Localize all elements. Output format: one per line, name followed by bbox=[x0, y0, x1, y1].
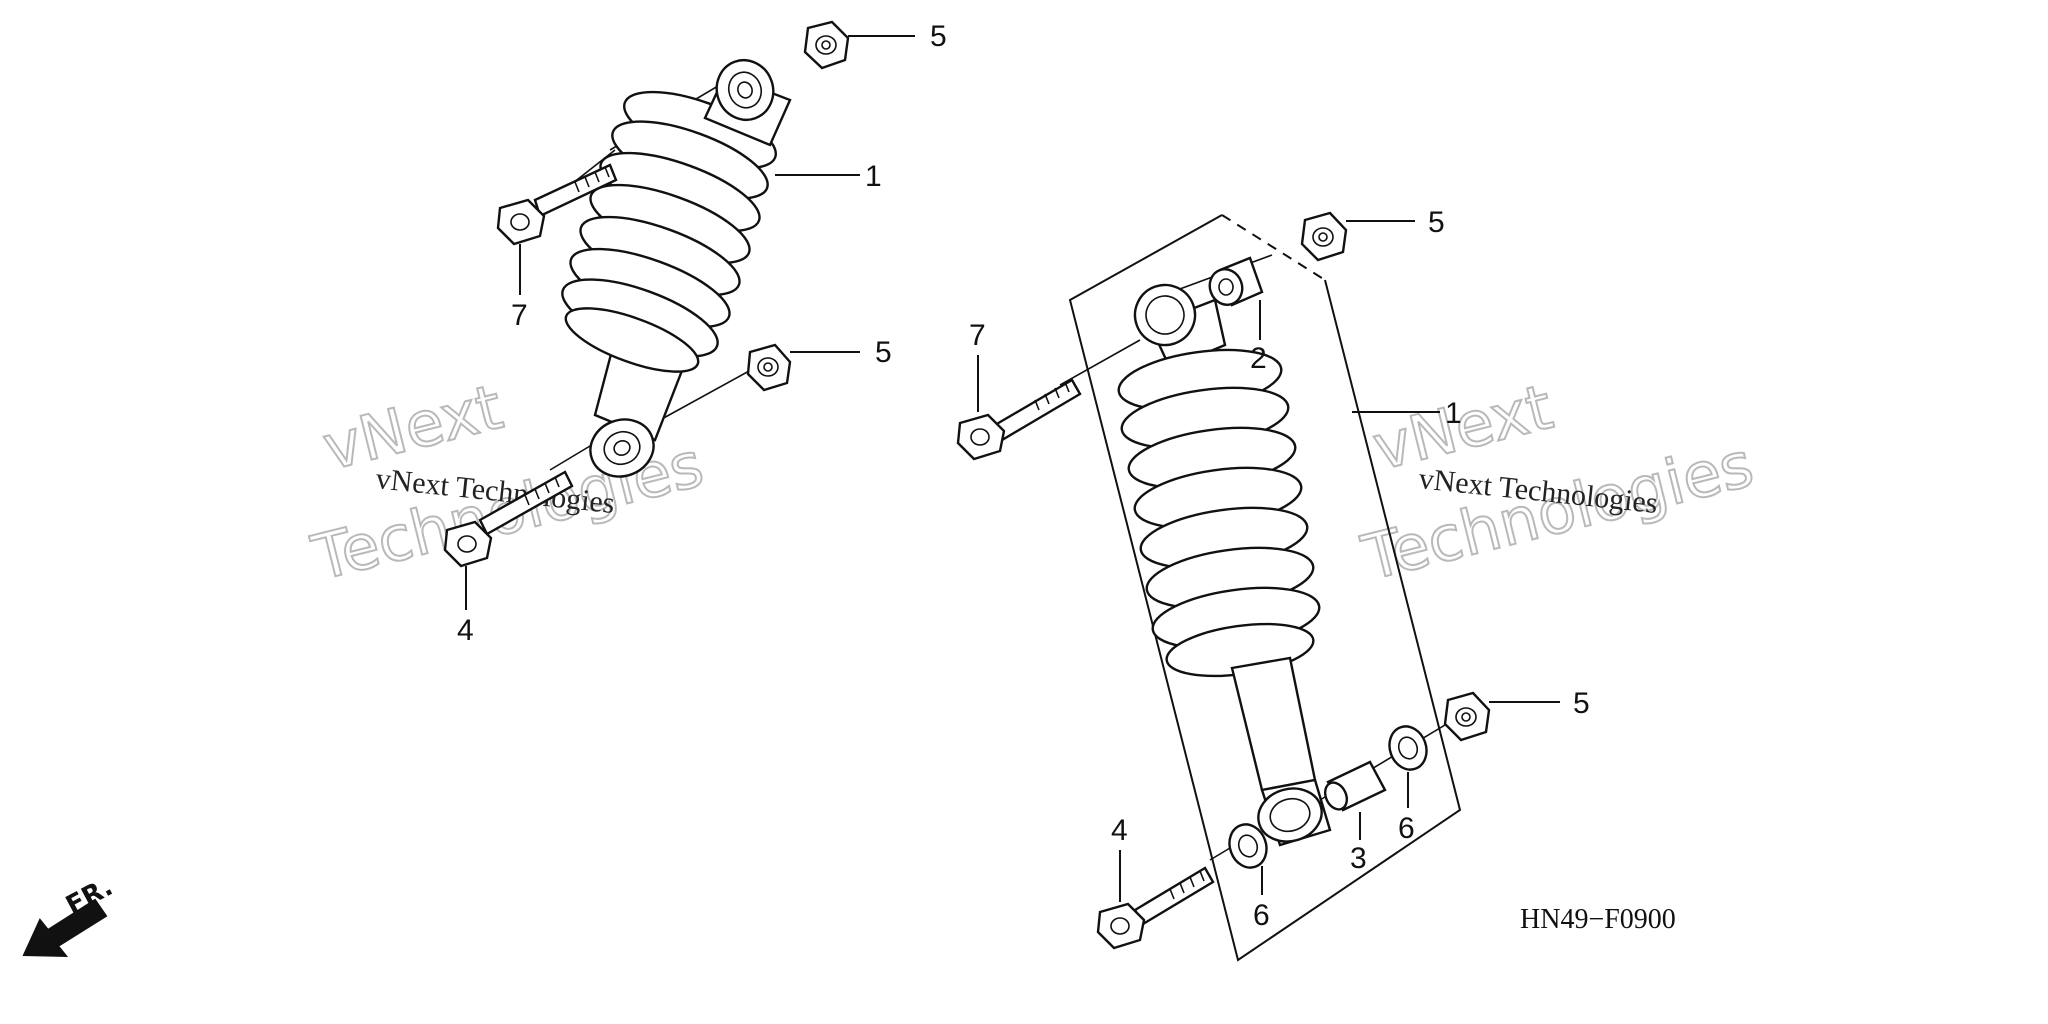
right-nut-top bbox=[1300, 211, 1348, 262]
callout-right-shock: 1 bbox=[1445, 397, 1462, 430]
callout-right-nut-top: 5 bbox=[1428, 206, 1445, 239]
drawing-code: HN49−F0900 bbox=[1520, 904, 1676, 935]
right-damper-body bbox=[1230, 656, 1332, 847]
right-coil-spring bbox=[1117, 348, 1321, 678]
right-spacer bbox=[1323, 760, 1387, 812]
right-assembly bbox=[956, 211, 1560, 962]
callout-right-nut-bottom: 5 bbox=[1573, 687, 1590, 720]
callout-left-shock: 1 bbox=[865, 160, 882, 193]
callout-left-bolt-top: 7 bbox=[511, 299, 528, 332]
right-bolt-top bbox=[956, 378, 1082, 461]
callout-right-collar: 2 bbox=[1250, 342, 1267, 375]
callout-right-seal-a: 6 bbox=[1253, 899, 1270, 932]
callout-right-bolt-top: 7 bbox=[969, 319, 986, 352]
right-seal-b bbox=[1388, 725, 1428, 771]
right-axis-bolt-top bbox=[1059, 339, 1141, 386]
front-direction-arrow: FR. bbox=[22, 872, 118, 958]
right-boundary-dashed bbox=[1221, 214, 1326, 281]
watermark-right: vNext Technologies vNext Technologies bbox=[1354, 369, 1761, 596]
callout-right-seal-b: 6 bbox=[1398, 812, 1415, 845]
callout-right-bolt-bottom: 4 bbox=[1111, 814, 1128, 847]
left-bolt-top bbox=[496, 163, 618, 246]
right-boundary-outline bbox=[1068, 214, 1462, 962]
left-nut-bottom bbox=[746, 343, 792, 392]
left-assembly bbox=[443, 20, 915, 610]
callout-left-nut-top: 5 bbox=[930, 20, 947, 53]
callout-left-bolt-bottom: 4 bbox=[457, 614, 474, 647]
left-top-eye bbox=[703, 59, 792, 147]
left-bolt-bottom bbox=[443, 470, 574, 568]
callout-right-spacer: 3 bbox=[1350, 842, 1367, 875]
right-collar bbox=[1208, 256, 1264, 307]
arrow-left-icon bbox=[22, 898, 108, 958]
right-seal-a bbox=[1228, 823, 1268, 869]
left-spring-coils bbox=[561, 90, 777, 373]
right-nut-bottom bbox=[1443, 691, 1491, 742]
callout-left-nut-bottom: 5 bbox=[875, 336, 892, 369]
left-axis-line-bottom bbox=[659, 364, 761, 421]
left-nut-top bbox=[803, 20, 850, 70]
right-bolt-bottom bbox=[1096, 866, 1215, 950]
